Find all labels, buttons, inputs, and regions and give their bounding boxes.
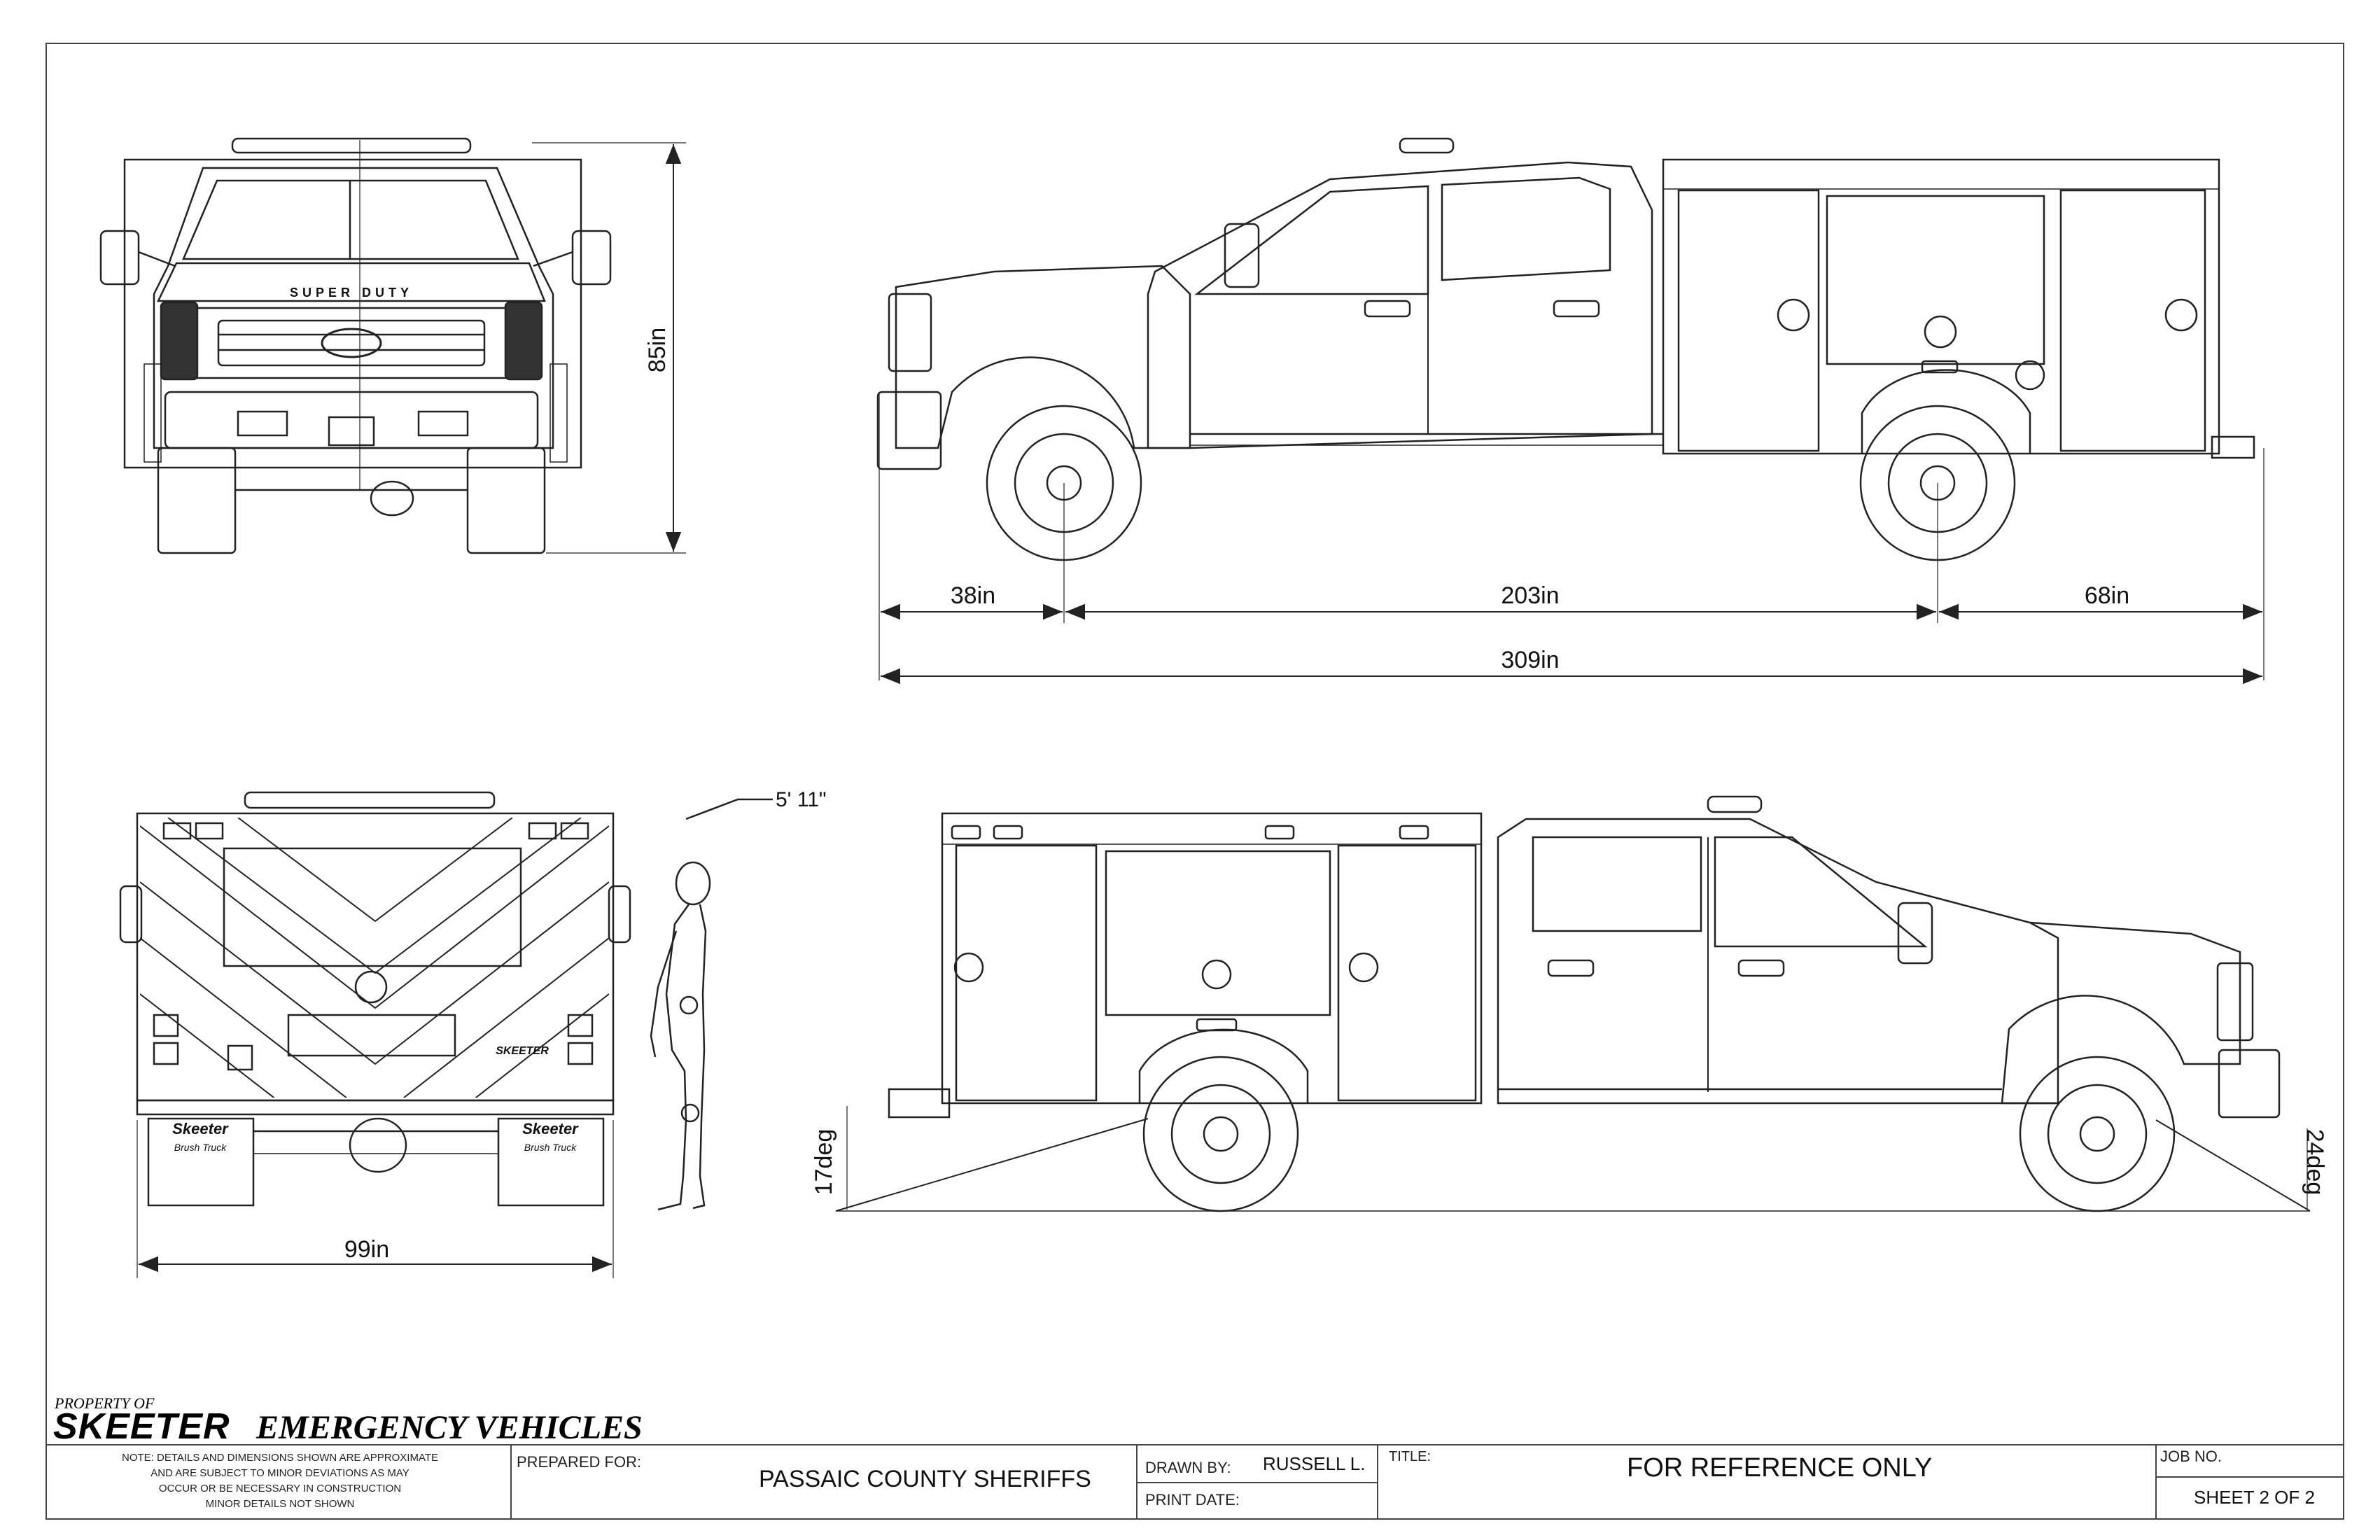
sheet-border	[46, 43, 2344, 1520]
title-label: TITLE:	[1389, 1449, 1432, 1464]
drawn-by-label: DRAWN BY:	[1145, 1459, 1231, 1476]
angle-lines	[835, 1106, 2311, 1212]
height-dimension-label: 85in	[644, 328, 671, 372]
height-dimension	[532, 142, 686, 554]
title-value: FOR REFERENCE ONLY	[1627, 1453, 1933, 1483]
rear-badge-right: Skeeter	[522, 1120, 579, 1138]
note-line: AND ARE SUBJECT TO MINOR DEVIATIONS AS M…	[150, 1467, 410, 1479]
prepared-for-label: PREPARED FOR:	[517, 1453, 642, 1471]
front-view	[99, 137, 612, 554]
brand-bold: SKEETER	[53, 1406, 230, 1447]
print-date-label: PRINT DATE:	[1145, 1491, 1240, 1508]
scale-figure	[650, 798, 773, 1211]
disclaimer-note: NOTE: DETAILS AND DIMENSIONS SHOWN ARE A…	[63, 1450, 497, 1512]
grille-badge-text: SUPER DUTY	[290, 286, 413, 300]
sheet-number: SHEET 2 OF 2	[2194, 1487, 2315, 1508]
drawn-by-value: RUSSELL L.	[1263, 1453, 1366, 1474]
note-line: MINOR DETAILS NOT SHOWN	[205, 1498, 355, 1510]
rear-badge-right-sub: Brush Truck	[524, 1142, 577, 1153]
front-overhang-label: 38in	[951, 582, 995, 609]
rear-badge-left-sub: Brush Truck	[174, 1142, 227, 1153]
rear-overhang-label: 68in	[2085, 582, 2129, 609]
rear-plate-badge: SKEETER	[496, 1045, 549, 1057]
length-dimensions	[878, 392, 2264, 685]
width-dimension-label: 99in	[344, 1236, 389, 1263]
side-view-driver	[876, 137, 2255, 561]
overall-length-label: 309in	[1501, 647, 1559, 673]
brand-rest: EMERGENCY VEHICLES	[256, 1409, 643, 1446]
side-view-passenger	[888, 795, 2281, 1212]
departure-angle-label: 17deg	[811, 1129, 837, 1196]
prepared-for-value: PASSAIC COUNTY SHERIFFS	[759, 1466, 1091, 1492]
rear-view	[119, 791, 631, 1207]
note-line: OCCUR OR BE NECESSARY IN CONSTRUCTION	[158, 1483, 402, 1494]
person-height-label: 5' 11"	[776, 788, 827, 811]
title-block-grid	[46, 1444, 2344, 1519]
approach-angle-label: 24deg	[2302, 1129, 2328, 1196]
wheelbase-label: 203in	[1501, 582, 1559, 609]
width-dimension	[136, 1120, 614, 1278]
job-no-label: JOB NO.	[2160, 1448, 2222, 1465]
property-of-label: PROPERTY OF	[55, 1394, 155, 1412]
rear-badge-left: Skeeter	[172, 1120, 229, 1138]
note-line: NOTE: DETAILS AND DIMENSIONS SHOWN ARE A…	[121, 1452, 439, 1464]
